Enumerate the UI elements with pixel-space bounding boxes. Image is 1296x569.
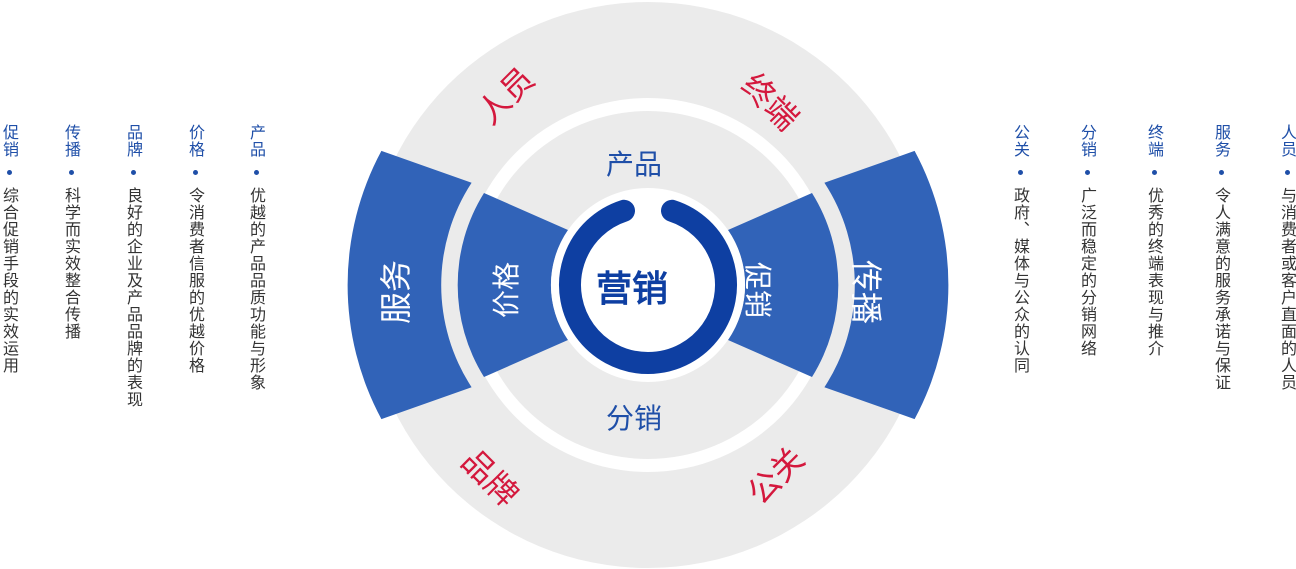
column-description: 政府、媒体与公众的认同 — [1011, 187, 1030, 374]
outer-label-right: 传播 — [847, 260, 885, 324]
column-description: 令消费者信服的优越价格 — [186, 187, 205, 374]
left-column-promotion: 促销 综合促销手段的实效运用 — [0, 124, 20, 374]
outer-segment-right — [824, 150, 949, 420]
column-title: 分销 — [1078, 124, 1097, 158]
bullet-dot — [1017, 170, 1023, 175]
column-description: 优越的产品品质功能与形象 — [247, 187, 266, 391]
right-column-public-relations: 公关 政府、媒体与公众的认同 — [1009, 124, 1031, 374]
center-open-ring — [559, 199, 737, 375]
column-description: 综合促销手段的实效运用 — [0, 187, 19, 374]
inner-label-left: 价格 — [490, 262, 523, 318]
column-title: 品牌 — [124, 124, 143, 158]
right-column-personnel: 人员 与消费者或客户直面的人员 — [1276, 124, 1296, 391]
bullet-dot — [1084, 170, 1090, 175]
inner-label-right: 促销 — [741, 262, 774, 318]
bullet-dot — [1218, 170, 1224, 175]
column-description: 优秀的终端表现与推介 — [1145, 187, 1164, 357]
column-description: 令人满意的服务承诺与保证 — [1212, 187, 1231, 391]
bullet-dot — [1151, 170, 1157, 175]
column-title: 人员 — [1278, 124, 1296, 158]
bullet-dot — [1284, 170, 1290, 175]
column-title: 价格 — [186, 124, 205, 158]
left-column-price: 价格 令消费者信服的优越价格 — [184, 124, 206, 374]
left-column-communication: 传播 科学而实效整合传播 — [60, 124, 82, 340]
bullet-dot — [68, 170, 74, 175]
bullet-dot — [253, 170, 259, 175]
column-title: 终端 — [1145, 124, 1164, 158]
bullet-dot — [192, 170, 198, 175]
column-title: 促销 — [0, 124, 19, 158]
bullet-dot — [130, 170, 136, 175]
column-title: 传播 — [62, 124, 81, 158]
inner-segment-left — [457, 193, 568, 377]
bullet-dot — [6, 170, 12, 175]
left-column-brand: 品牌 良好的企业及产品品牌的表现 — [122, 124, 144, 408]
right-column-distribution: 分销 广泛而稳定的分销网络 — [1076, 124, 1098, 357]
column-description: 良好的企业及产品品牌的表现 — [124, 187, 143, 408]
column-description: 广泛而稳定的分销网络 — [1078, 187, 1097, 357]
right-column-terminal: 终端 优秀的终端表现与推介 — [1143, 124, 1165, 357]
column-description: 科学而实效整合传播 — [62, 187, 81, 340]
column-title: 公关 — [1011, 124, 1030, 158]
left-column-product: 产品 优越的产品品质功能与形象 — [245, 124, 267, 391]
outer-segment-left — [347, 150, 472, 420]
inner-label-top: 产品 — [606, 148, 662, 181]
inner-segment-right — [728, 193, 839, 377]
column-title: 服务 — [1212, 124, 1231, 158]
outer-label-left: 服务 — [377, 260, 415, 324]
center-label: 营销 — [596, 269, 668, 310]
right-column-service: 服务 令人满意的服务承诺与保证 — [1210, 124, 1232, 391]
column-description: 与消费者或客户直面的人员 — [1278, 187, 1296, 391]
inner-label-bottom: 分销 — [606, 402, 662, 435]
column-title: 产品 — [247, 124, 266, 158]
